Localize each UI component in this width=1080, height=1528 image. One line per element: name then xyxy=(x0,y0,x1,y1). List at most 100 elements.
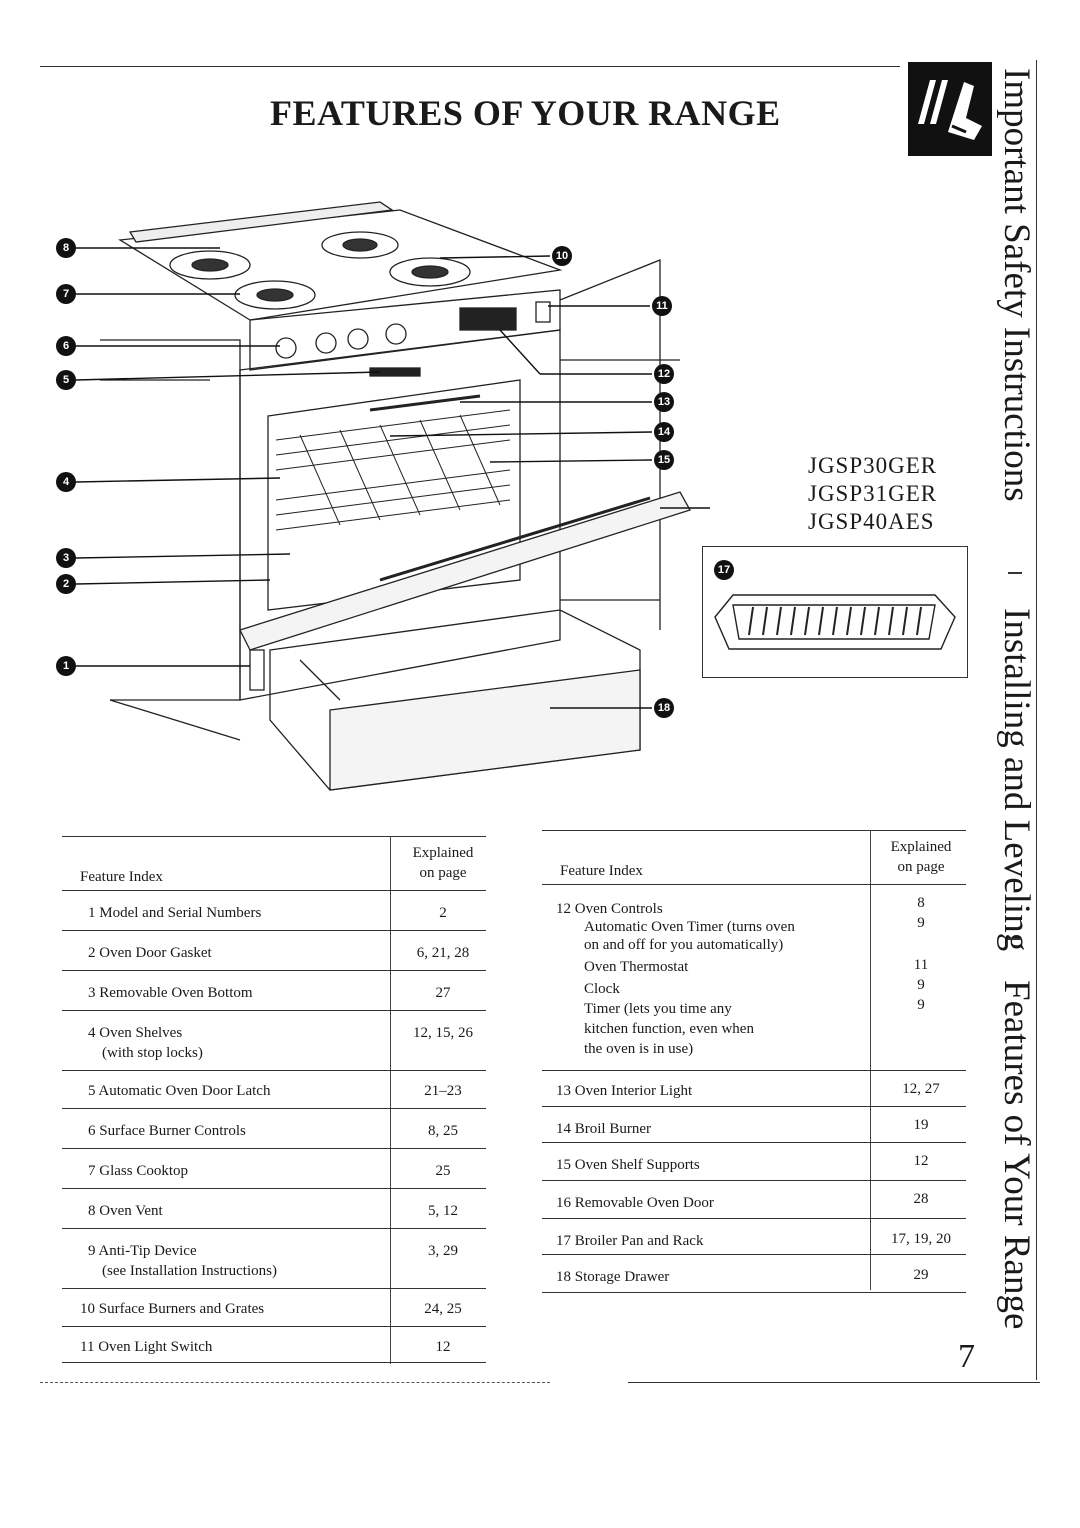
page-title: FEATURES OF YOUR RANGE xyxy=(270,93,781,133)
table-rule xyxy=(542,1106,966,1107)
callout-3: 3 xyxy=(56,548,76,568)
controls-line: on and off for you automatically) xyxy=(584,937,784,953)
feature-row-page: 24, 25 xyxy=(424,1301,462,1317)
feature-row-page: 2 xyxy=(439,905,447,921)
callout-13: 13 xyxy=(654,392,674,412)
feature-row-note: (with stop locks) xyxy=(102,1045,203,1061)
table-rule xyxy=(62,1148,486,1149)
table-rule xyxy=(542,830,966,831)
feature-row-note: (see Installation Instructions) xyxy=(102,1263,277,1279)
controls-line-page: 9 xyxy=(917,997,925,1013)
table-rule xyxy=(62,1108,486,1109)
feature-row-page: 6, 21, 28 xyxy=(416,945,470,961)
model-number: JGSP30GER xyxy=(808,453,938,478)
controls-line: kitchen function, even when xyxy=(584,1021,754,1037)
model-number: JGSP40AES xyxy=(808,509,935,534)
table-rule xyxy=(62,1188,486,1189)
feature-row-label: 15 Oven Shelf Supports xyxy=(556,1157,700,1173)
feature-row-page: 21–23 xyxy=(424,1083,462,1099)
callout-5: 5 xyxy=(56,370,76,390)
feature-row-page: 12, 15, 26 xyxy=(413,1025,473,1041)
feature-row-label: 5 Automatic Oven Door Latch xyxy=(88,1083,271,1099)
controls-line: the oven is in use) xyxy=(584,1041,694,1057)
feature-row-label: 9 Anti-Tip Device xyxy=(88,1243,197,1259)
table-rule xyxy=(542,1218,966,1219)
controls-line-page: 9 xyxy=(917,915,925,931)
header-on-page: on page xyxy=(897,859,945,875)
side-tab-rule xyxy=(1036,60,1037,1380)
table-rule xyxy=(62,1288,486,1289)
feature-row-label: 2 Oven Door Gasket xyxy=(88,945,212,961)
range-illustration xyxy=(75,201,710,791)
table-rule xyxy=(542,1142,966,1143)
feature-row-page: 29 xyxy=(913,1267,929,1283)
feature-row-label: 16 Removable Oven Door xyxy=(556,1195,714,1211)
feature-row-label: 8 Oven Vent xyxy=(88,1203,163,1219)
callout-1: 1 xyxy=(56,656,76,676)
callout-15: 15 xyxy=(654,450,674,470)
table-rule xyxy=(62,836,486,837)
controls-page: 8 xyxy=(917,895,925,911)
page-number: 7 xyxy=(958,1338,975,1375)
tab-installing-leveling[interactable]: Installing and Leveling xyxy=(996,608,1037,952)
callout-12: 12 xyxy=(654,364,674,384)
feature-row-label: 13 Oven Interior Light xyxy=(556,1083,693,1099)
table-rule xyxy=(62,890,486,891)
controls-line: Clock xyxy=(584,981,620,997)
feature-row-page: 12 xyxy=(435,1339,451,1355)
bottom-rule xyxy=(40,1382,550,1383)
table-rule xyxy=(542,1070,966,1071)
column-divider xyxy=(390,836,391,1364)
callout-11: 11 xyxy=(652,296,672,316)
header-feature-index: Feature Index xyxy=(80,869,163,885)
controls-line: Timer (lets you time any xyxy=(584,1001,732,1017)
feature-row-label: 4 Oven Shelves xyxy=(88,1025,183,1041)
table-rule xyxy=(542,884,966,885)
header-feature-index: Feature Index xyxy=(560,863,643,879)
callout-2: 2 xyxy=(56,574,76,594)
feature-row-page: 25 xyxy=(435,1163,451,1179)
tab-important-safety[interactable]: Important Safety Instructions xyxy=(996,68,1037,502)
model-numbers: JGSP30GER JGSP31GER JGSP40AES xyxy=(808,452,937,536)
feature-row-page: 17, 19, 20 xyxy=(891,1231,951,1247)
callout-10: 10 xyxy=(552,246,572,266)
feature-row-label: 18 Storage Drawer xyxy=(556,1269,670,1285)
broiler-pan-icon xyxy=(714,594,956,650)
feature-row-page: 5, 12 xyxy=(428,1203,458,1219)
feature-row-label: 6 Surface Burner Controls xyxy=(88,1123,246,1139)
table-rule xyxy=(62,1326,486,1327)
feature-row-label: 10 Surface Burners and Grates xyxy=(80,1301,265,1317)
tab-features-range[interactable]: Features of Your Range xyxy=(996,980,1037,1330)
callout-14: 14 xyxy=(654,422,674,442)
feature-row-label: 17 Broiler Pan and Rack xyxy=(556,1233,704,1249)
feature-row-label: 7 Glass Cooktop xyxy=(88,1163,189,1179)
header-on-page: on page xyxy=(419,865,467,881)
tab-separator xyxy=(1008,938,1022,940)
top-rule xyxy=(40,66,900,67)
controls-line: Automatic Oven Timer (turns oven xyxy=(584,919,795,935)
header-explained: Explained xyxy=(890,839,952,855)
controls-line-page: 11 xyxy=(913,957,929,973)
feature-row-label: 14 Broil Burner xyxy=(556,1121,651,1137)
table-rule xyxy=(542,1254,966,1255)
table-rule xyxy=(62,930,486,931)
table-rule xyxy=(542,1292,966,1293)
bottom-rule xyxy=(628,1382,1040,1383)
callout-6: 6 xyxy=(56,336,76,356)
model-number: JGSP31GER xyxy=(808,481,938,506)
callout-7: 7 xyxy=(56,284,76,304)
table-rule xyxy=(62,970,486,971)
callout-8: 8 xyxy=(56,238,76,258)
controls-title: 12 Oven Controls xyxy=(556,901,663,917)
safety-tab-logo-icon xyxy=(908,62,992,156)
table-rule xyxy=(62,1228,486,1229)
feature-row-page: 19 xyxy=(913,1117,929,1133)
feature-row-page: 12 xyxy=(913,1153,929,1169)
feature-row-page: 3, 29 xyxy=(428,1243,458,1259)
header-explained: Explained xyxy=(412,845,474,861)
table-rule xyxy=(62,1362,486,1363)
feature-row-label: 1 Model and Serial Numbers xyxy=(88,905,262,921)
controls-line-page: 9 xyxy=(917,977,925,993)
column-divider xyxy=(870,830,871,1290)
feature-row-page: 12, 27 xyxy=(902,1081,940,1097)
